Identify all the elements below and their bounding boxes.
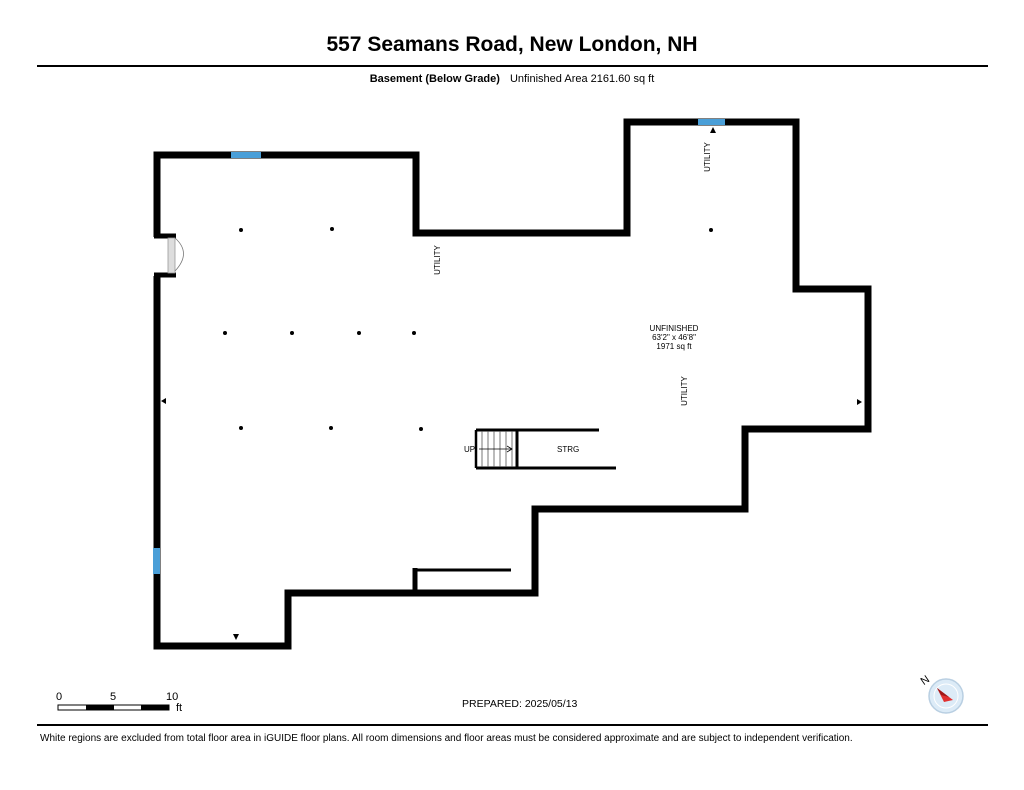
header-rule	[37, 65, 988, 67]
utility-label: UTILITY	[680, 375, 689, 405]
property-address-title: 557 Seamans Road, New London, NH	[326, 33, 698, 56]
prepared-date: PREPARED: 2025/05/13	[462, 698, 578, 710]
stairs-up-label: UP	[464, 445, 475, 454]
view-markers	[161, 127, 862, 640]
window	[698, 119, 725, 125]
footer-rule	[37, 724, 988, 726]
room-dimensions: 63'2" x 46'8"	[652, 333, 696, 342]
floor-summary: Basement (Below Grade) Unfinished Area 21…	[0, 73, 1024, 85]
stairs	[474, 428, 516, 468]
room-area: 1971 sq ft	[656, 342, 692, 351]
floor-area: Unfinished Area 2161.60 sq ft	[509, 73, 655, 85]
utility-label: UTILITY	[433, 244, 442, 274]
floor-name: Basement (Below Grade)	[369, 73, 500, 85]
scale-unit: ft	[176, 702, 182, 714]
compass-north-letter: N	[919, 673, 932, 687]
room-name: UNFINISHED	[650, 324, 699, 333]
window	[153, 548, 160, 574]
storage-label: STRG	[557, 445, 579, 454]
utility-label: UTILITY	[703, 141, 712, 171]
window	[231, 152, 261, 158]
compass-icon: N	[919, 673, 964, 714]
disclaimer: White regions are excluded from total fl…	[40, 733, 853, 744]
exterior-wall	[153, 118, 872, 650]
scale-tick: 10	[166, 691, 178, 703]
scale-bar: 0 5 10 ft	[56, 691, 182, 714]
support-posts	[223, 227, 713, 431]
door-swing	[167, 237, 184, 274]
scale-tick: 0	[56, 691, 62, 703]
scale-tick: 5	[110, 691, 116, 703]
